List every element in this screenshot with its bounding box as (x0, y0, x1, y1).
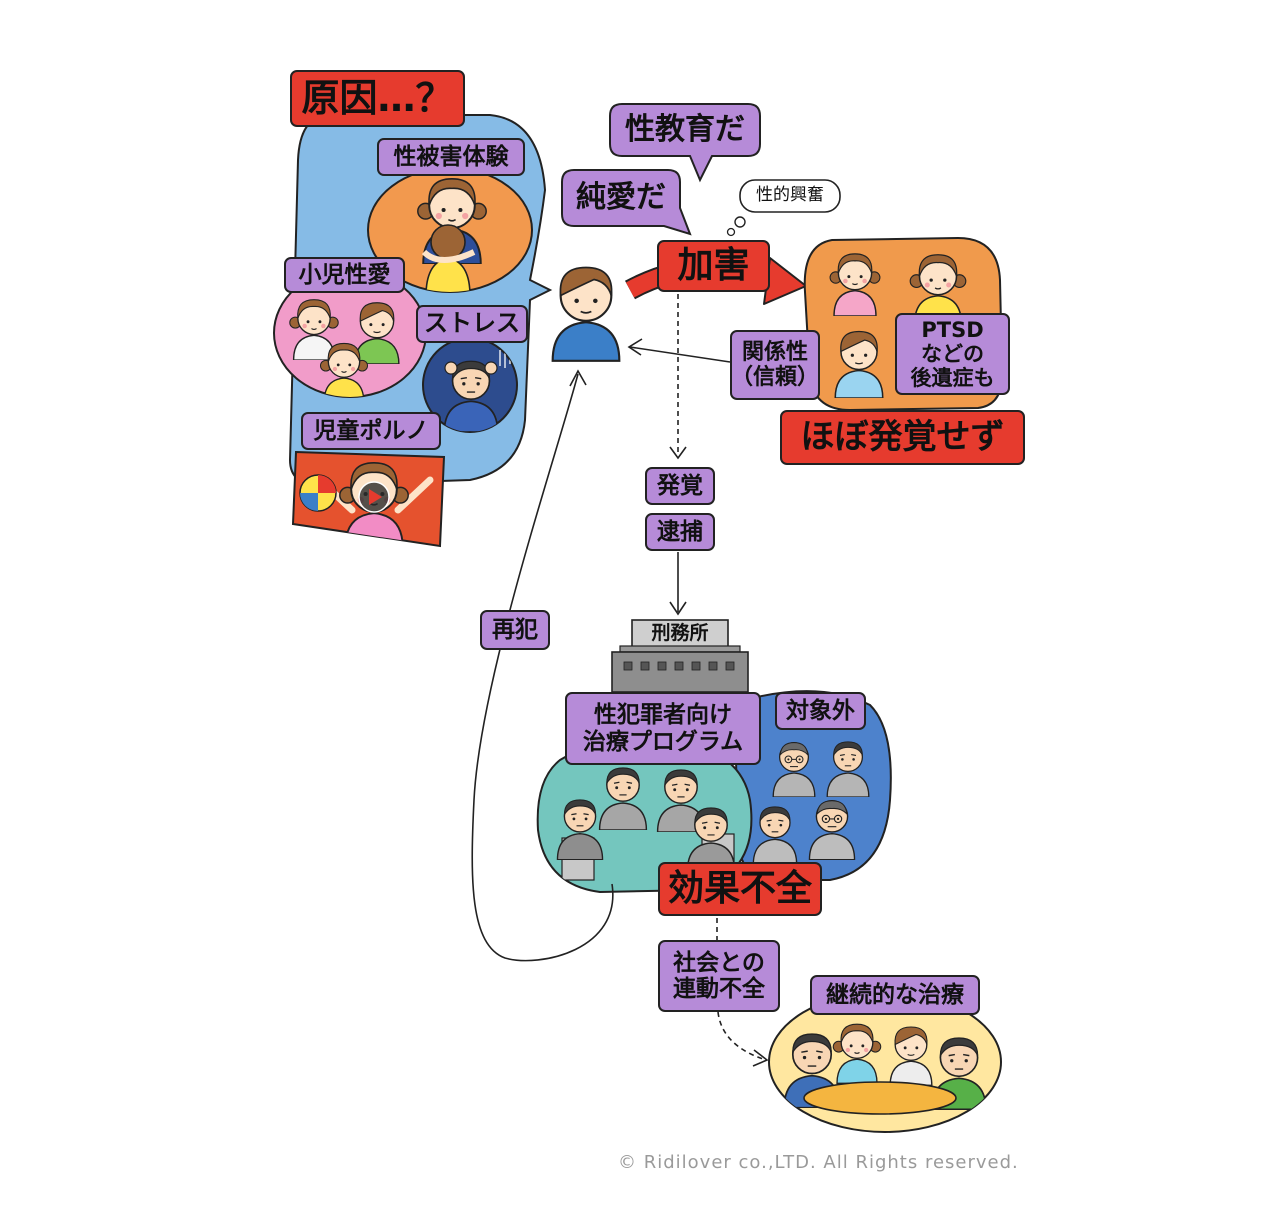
label-mostly-undiscovered: ほぼ発覚せず (780, 410, 1025, 465)
society-line-2: 連動不全 (673, 976, 765, 1002)
label-not-eligible: 対象外 (775, 692, 866, 730)
society-line-1: 社会との (673, 949, 765, 976)
copyright-notice: © Ridilover co.,LTD. All Rights reserved… (618, 1152, 1019, 1173)
label-sexual-abuse-experience: 性被害体験 (377, 138, 525, 176)
label-continuous-treatment: 継続的な治療 (810, 975, 980, 1015)
hugging-arms (421, 249, 476, 263)
discovery-dashed-arrow (669, 294, 687, 460)
beach-ball-icon (299, 474, 337, 512)
hand-right (484, 361, 498, 375)
speech-pure-love: 純愛だ (576, 179, 666, 215)
label-discovery: 発覚 (645, 467, 715, 505)
play-button-icon (358, 481, 390, 513)
aftercare-dashed-arrow (717, 1011, 769, 1067)
label-prison: 刑務所 (651, 622, 709, 645)
sexual-arousal-thought-bubble (726, 179, 841, 237)
arrest-to-prison-arrow (669, 552, 687, 616)
label-stress: ストレス (416, 305, 528, 343)
label-treatment-program: 性犯罪者向け 治療プログラム (565, 692, 761, 765)
program-line-2: 治療プログラム (582, 728, 744, 755)
sex-education-speech-bubble (609, 103, 761, 183)
label-aftereffects: PTSD などの 後遺症も (895, 313, 1010, 395)
prison-building (611, 619, 749, 693)
pure-love-speech-bubble (561, 169, 692, 236)
prison-windows (623, 661, 735, 671)
label-society-link-failure: 社会との 連動不全 (658, 940, 780, 1012)
aftereffects-line-3: 後遺症も (910, 366, 995, 391)
label-ineffective: 効果不全 (658, 862, 822, 916)
relationship-arrow (627, 338, 731, 363)
causes-title: 原因…？ (290, 70, 465, 127)
label-relationship-trust: 関係性 （信頼） (730, 330, 820, 400)
label-reoffense: 再犯 (480, 610, 550, 650)
aftereffects-line-1: PTSD (921, 317, 984, 342)
child-back-of-head (430, 224, 466, 260)
label-pedophilia: 小児性愛 (284, 257, 405, 293)
label-harm: 加害 (657, 240, 770, 292)
hand-left (444, 361, 458, 375)
mother-hugging-child-illustration (416, 177, 488, 292)
aftereffects-line-2: などの (921, 341, 984, 366)
label-arrest: 逮捕 (645, 513, 715, 551)
stressed-man-illustration (443, 348, 511, 432)
offender-figure (551, 266, 621, 362)
speech-sex-education: 性教育だ (625, 111, 745, 147)
thought-sexual-arousal: 性的興奮 (756, 185, 824, 206)
reoffense-arrow (471, 369, 614, 962)
relationship-line-1: 関係性 (741, 339, 808, 365)
community-treatment-illustration (783, 1023, 987, 1115)
round-table (803, 1081, 957, 1115)
label-child-pornography: 児童ポルノ (301, 412, 441, 450)
program-line-1: 性犯罪者向け (594, 702, 732, 729)
child-video-illustration (299, 461, 434, 546)
relationship-line-2: （信頼） (731, 365, 820, 390)
